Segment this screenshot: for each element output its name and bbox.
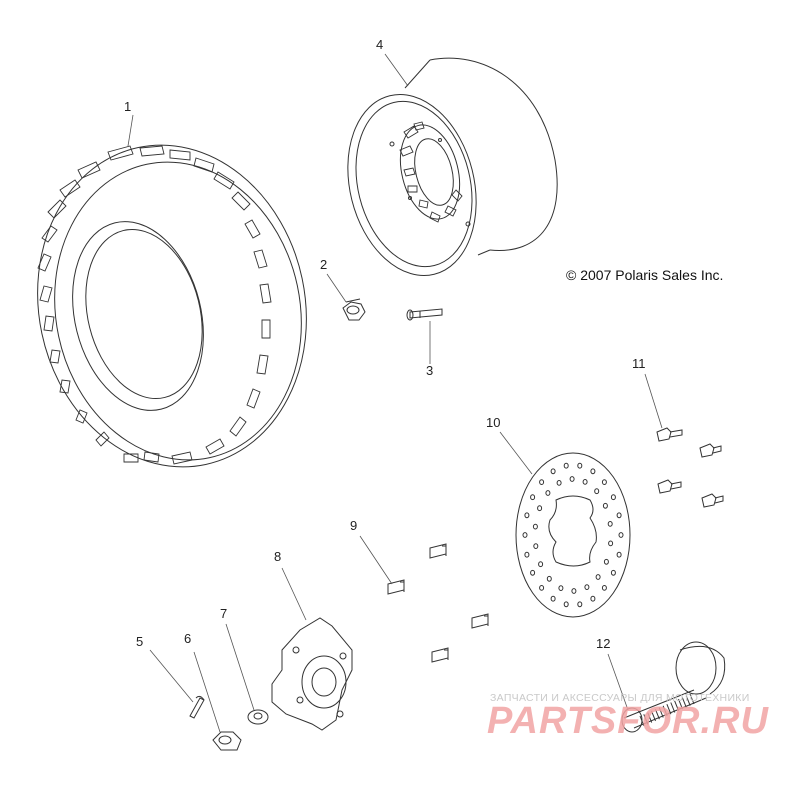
spline-line — [647, 712, 653, 723]
rotor-hole — [524, 551, 530, 558]
spline-line — [651, 710, 656, 722]
spline-line — [678, 698, 683, 710]
rotor-hole — [537, 505, 543, 512]
wheel-studs — [387, 543, 489, 663]
spline-line — [658, 707, 664, 718]
axle-shaft — [621, 641, 726, 733]
rotor-hole — [590, 595, 596, 602]
spline-line — [689, 693, 695, 705]
callout-9: 9 — [350, 518, 358, 533]
watermark-logo: PARTSFOR.RU — [487, 700, 769, 742]
callout-3: 3 — [426, 363, 434, 378]
rotor-hole — [584, 584, 590, 590]
callout-2: 2 — [320, 257, 328, 272]
rotor-hole — [602, 502, 608, 509]
rotor-hole — [610, 569, 616, 576]
callout-4: 4 — [376, 37, 384, 52]
washer — [247, 709, 269, 725]
wheel-rim — [347, 57, 558, 277]
rotor-bolts — [656, 427, 724, 508]
copyright-text: © 2007 Polaris Sales Inc. — [566, 267, 724, 283]
rotor-hole — [530, 569, 536, 576]
rotor-hole — [550, 595, 556, 602]
rotor-hole — [556, 480, 562, 486]
callout-8: 8 — [274, 549, 282, 564]
rotor-hole — [608, 540, 614, 547]
spline-line — [654, 709, 660, 720]
tire — [37, 144, 307, 468]
lug-nut — [342, 298, 366, 321]
rotor-hole — [533, 543, 539, 549]
rotor-hole — [563, 462, 569, 469]
rotor-hole — [616, 551, 622, 558]
rotor-hole — [522, 532, 528, 538]
watermark-tagline: ЗАПЧАСТИ И АКСЕССУАРЫ ДЛЯ МОТОТЕХНИКИ — [490, 692, 750, 704]
rotor-hole — [607, 521, 613, 527]
spline-line — [666, 704, 672, 715]
castle-nut — [212, 731, 242, 751]
rotor-hole — [594, 488, 600, 495]
rotor-hole — [539, 585, 545, 591]
callout-10: 10 — [486, 415, 501, 430]
rotor-hole — [524, 512, 530, 519]
callout-6: 6 — [184, 631, 192, 646]
spline-line — [639, 715, 645, 727]
cotter-pin — [189, 695, 205, 719]
spline-line — [674, 700, 680, 711]
callout-1: 1 — [124, 99, 132, 114]
rotor-hole — [538, 561, 544, 568]
rotor-hole — [532, 523, 538, 530]
rotor-hole — [546, 575, 552, 582]
stud — [406, 308, 443, 321]
rotor-hole — [563, 601, 569, 608]
rotor-hole — [577, 462, 583, 469]
leader-lines — [127, 53, 663, 733]
spline-line — [681, 697, 687, 708]
callout-11: 11 — [632, 356, 646, 371]
rotor-hole — [571, 588, 577, 594]
rotor-hole — [539, 479, 545, 486]
rotor-hole — [577, 601, 583, 608]
rotor-hole — [550, 468, 556, 475]
callout-7: 7 — [220, 606, 228, 621]
wheel-hub — [271, 617, 353, 731]
spline-line — [643, 714, 649, 725]
brake-rotor — [515, 452, 631, 618]
rotor-hole — [601, 479, 607, 486]
rotor-hole — [545, 490, 551, 496]
rotor-hole — [590, 468, 596, 475]
spline-line — [662, 705, 668, 716]
rotor-hole — [601, 585, 607, 591]
rotor-hole — [603, 558, 609, 565]
callout-5: 5 — [136, 634, 144, 649]
rotor-hole — [610, 494, 616, 501]
rotor-hole — [569, 476, 575, 482]
rotor-hole — [530, 494, 536, 501]
rotor-hole — [582, 479, 588, 485]
callout-12: 12 — [596, 636, 611, 651]
rotor-hole — [558, 585, 564, 591]
rotor-hole — [616, 512, 622, 519]
spline-line — [670, 702, 676, 713]
spline-line — [685, 695, 691, 706]
rotor-hole — [618, 532, 624, 538]
rotor-hole — [595, 574, 601, 580]
